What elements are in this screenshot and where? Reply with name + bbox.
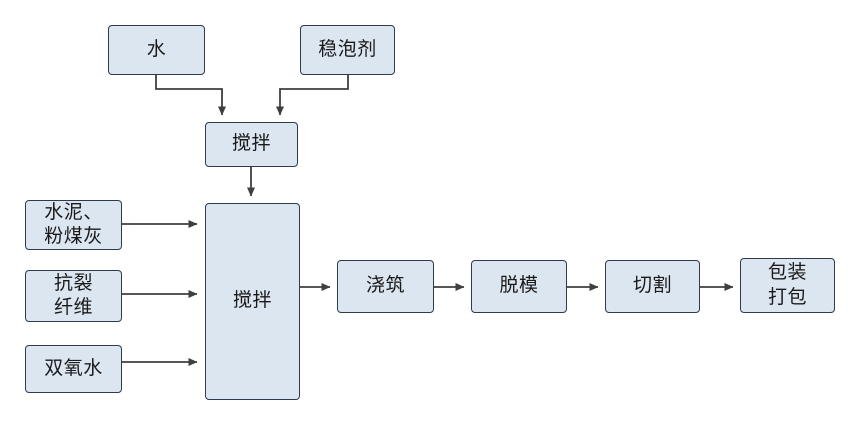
- node-cement[interactable]: 水泥、 粉煤灰: [25, 200, 122, 250]
- node-mix-main[interactable]: 搅拌: [205, 203, 300, 400]
- node-water[interactable]: 水: [108, 25, 205, 75]
- node-peroxide[interactable]: 双氧水: [25, 345, 122, 393]
- node-casting[interactable]: 浇筑: [337, 260, 434, 313]
- node-stabilizer[interactable]: 稳泡剂: [300, 25, 395, 75]
- edge-water-to-mixtop: [155, 75, 226, 116]
- node-mix-top[interactable]: 搅拌: [205, 122, 298, 167]
- node-fiber[interactable]: 抗裂 纤维: [25, 270, 122, 322]
- node-cutting[interactable]: 切割: [605, 260, 700, 313]
- node-demolding[interactable]: 脱模: [471, 260, 567, 313]
- edge-stabilizer-to-mixtop: [276, 75, 349, 116]
- node-packaging[interactable]: 包装 打包: [740, 258, 835, 313]
